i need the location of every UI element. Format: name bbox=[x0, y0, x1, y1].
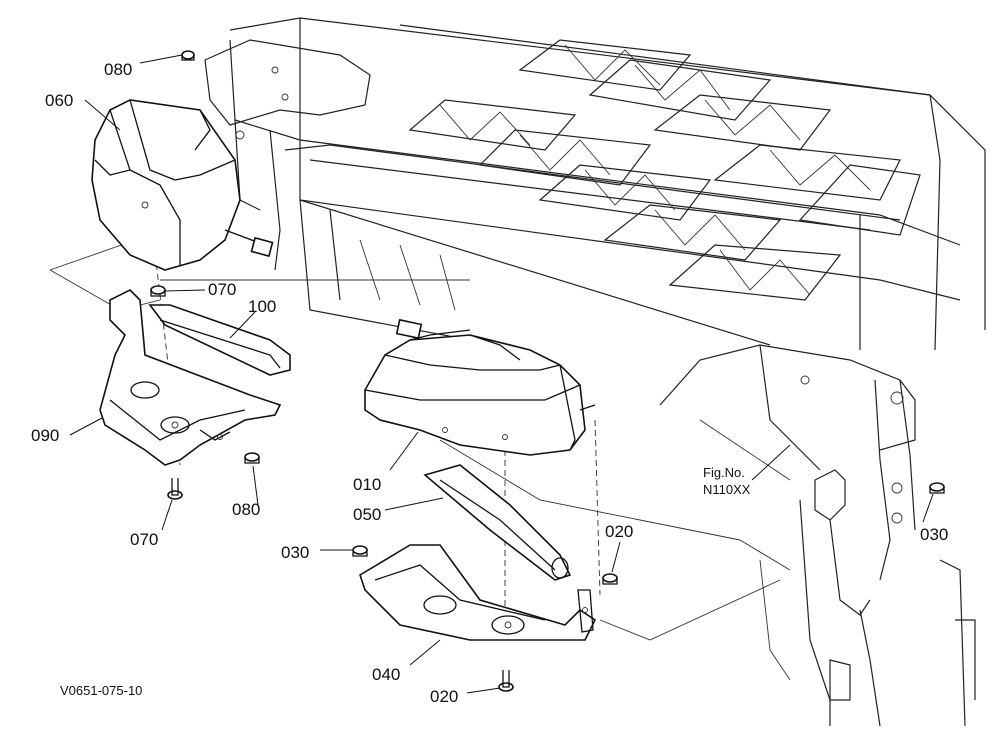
label-060: 060 bbox=[45, 91, 73, 110]
bolt-080-top bbox=[181, 50, 195, 61]
lamp-right bbox=[364, 318, 596, 456]
label-100: 100 bbox=[248, 297, 276, 316]
bolts-left bbox=[150, 285, 260, 500]
bracket-040 bbox=[359, 544, 597, 641]
cover-050 bbox=[423, 464, 572, 581]
cover-100 bbox=[148, 304, 291, 376]
lamp-left bbox=[91, 99, 274, 271]
bracket-090 bbox=[99, 289, 282, 466]
chassis-frame bbox=[204, 17, 986, 727]
part-labels: 080 060 070 100 090 080 070 010 050 030 … bbox=[31, 60, 948, 706]
label-020-bottom: 020 bbox=[430, 687, 458, 706]
figure-reference: Fig.No. N110XX bbox=[703, 465, 751, 497]
drawing-code: V0651-075-10 bbox=[60, 683, 142, 698]
label-020-top: 020 bbox=[605, 522, 633, 541]
fig-ref-line2: N110XX bbox=[703, 482, 751, 497]
label-070-top: 070 bbox=[208, 280, 236, 299]
label-050: 050 bbox=[353, 505, 381, 524]
label-070-bottom: 070 bbox=[130, 530, 158, 549]
bolts-right bbox=[352, 482, 945, 692]
label-080-bottom: 080 bbox=[232, 500, 260, 519]
label-040: 040 bbox=[372, 665, 400, 684]
fig-ref-line1: Fig.No. bbox=[703, 465, 745, 480]
leader-lines bbox=[69, 54, 934, 694]
label-010: 010 bbox=[353, 475, 381, 494]
label-080-top: 080 bbox=[104, 60, 132, 79]
label-030-left: 030 bbox=[281, 543, 309, 562]
label-030-right: 030 bbox=[920, 525, 948, 544]
label-090: 090 bbox=[31, 426, 59, 445]
